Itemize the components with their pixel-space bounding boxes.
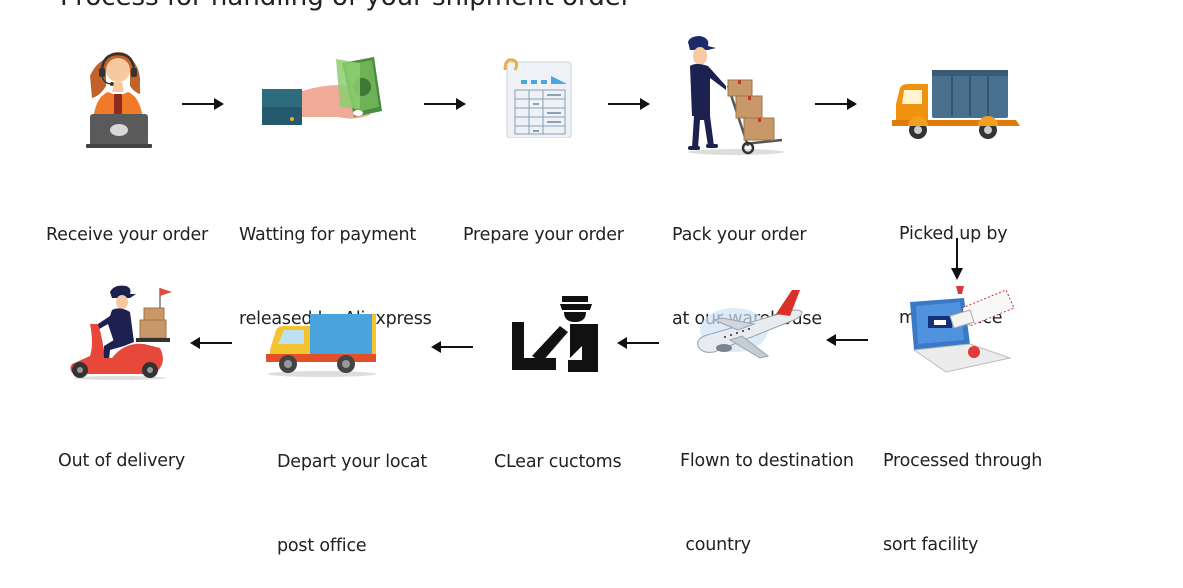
arrow-right-icon bbox=[424, 98, 466, 110]
step-local-post-office bbox=[266, 312, 380, 378]
step-label: Out of delivery bbox=[58, 451, 185, 471]
arrow-right-icon bbox=[608, 98, 650, 110]
delivery-truck-icon bbox=[266, 314, 376, 377]
hand-with-money-icon bbox=[262, 57, 382, 125]
step-out-for-delivery bbox=[64, 284, 176, 380]
delivery-scooter-icon bbox=[70, 285, 172, 380]
step-sort-facility bbox=[906, 286, 1016, 378]
arrow-left-icon bbox=[431, 341, 473, 353]
laptop-mail-sorting-icon bbox=[910, 286, 1015, 373]
step-label: Processed through sort facility bbox=[883, 451, 1043, 555]
arrow-right-icon bbox=[182, 98, 224, 110]
arrow-right-icon bbox=[815, 98, 857, 110]
step-pack-order bbox=[686, 36, 790, 156]
step-label: Flown to destination country bbox=[680, 451, 854, 555]
step-clear-customs bbox=[510, 296, 602, 374]
step-label: CLear cuctoms bbox=[494, 452, 622, 472]
arrow-left-icon bbox=[617, 337, 659, 349]
customer-service-agent-icon bbox=[86, 52, 152, 148]
warehouse-worker-hand-truck-icon bbox=[688, 36, 784, 155]
order-form-document-icon bbox=[503, 58, 572, 138]
arrow-left-icon bbox=[190, 337, 232, 349]
page-title: Process for handling of your shipment or… bbox=[60, 0, 631, 12]
customs-officer-icon bbox=[512, 296, 598, 372]
step-awaiting-payment bbox=[262, 55, 392, 135]
step-label: Depart your locat post office bbox=[277, 452, 427, 556]
step-receive-order bbox=[78, 36, 158, 154]
cargo-truck-icon bbox=[892, 70, 1020, 139]
airplane-icon bbox=[697, 290, 803, 359]
arrow-down-icon bbox=[951, 238, 963, 280]
step-label: Receive your order bbox=[46, 225, 209, 245]
arrow-left-icon bbox=[826, 334, 868, 346]
step-prepare-order bbox=[503, 56, 573, 138]
step-picked-up bbox=[892, 68, 1020, 144]
step-label: Prepare your order bbox=[463, 225, 624, 245]
step-label: Watting for payment released by Aliexpre… bbox=[239, 225, 432, 329]
step-flown-destination bbox=[694, 290, 806, 366]
